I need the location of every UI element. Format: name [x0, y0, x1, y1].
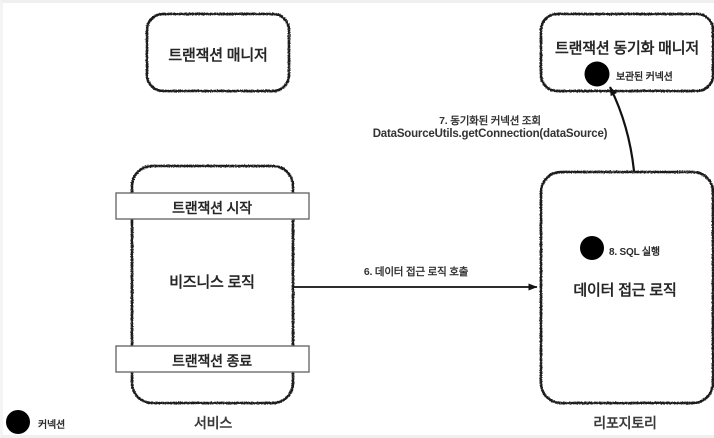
data-access-call-label: 6. 데이터 접근 로직 호출 [363, 266, 469, 278]
transaction-end-bar [115, 345, 310, 373]
transaction-sync-manager-title: 트랜잭션 동기화 매니저 [555, 40, 699, 57]
diagram-vector-layer [6, 12, 714, 434]
repository-box [539, 170, 714, 405]
sync-connection-lookup-label-line2: DataSourceUtils.getConnection(dataSource… [372, 128, 608, 140]
transaction-manager-box [145, 12, 291, 93]
service-caption: 서비스 [193, 415, 233, 431]
legend-connection-dot [6, 410, 30, 434]
sql-execution-label: 8. SQL 실행 [609, 247, 660, 258]
stored-connection-dot [584, 61, 610, 87]
arrow-repository-to-sync-manager [609, 86, 636, 172]
legend-connection-label: 커넥션 [38, 420, 65, 431]
repository-caption: 리포지토리 [593, 415, 657, 431]
stored-connection-label: 보관된 커넥션 [616, 72, 673, 83]
transaction-start-label: 트랜잭션 시작 [172, 200, 252, 216]
sync-connection-lookup-label-line1: 7. 동기화된 커넥션 조회 [439, 115, 541, 127]
sql-execution-dot [580, 236, 604, 260]
transaction-manager-title: 트랜잭션 매니저 [168, 47, 268, 64]
business-logic-label: 비즈니스 로직 [169, 274, 255, 291]
service-box [130, 164, 295, 405]
transaction-sync-manager-box [539, 12, 714, 93]
transaction-start-bar [115, 192, 310, 220]
transaction-end-label: 트랜잭션 종료 [172, 353, 252, 369]
data-access-logic-label: 데이터 접근 로직 [573, 282, 677, 299]
